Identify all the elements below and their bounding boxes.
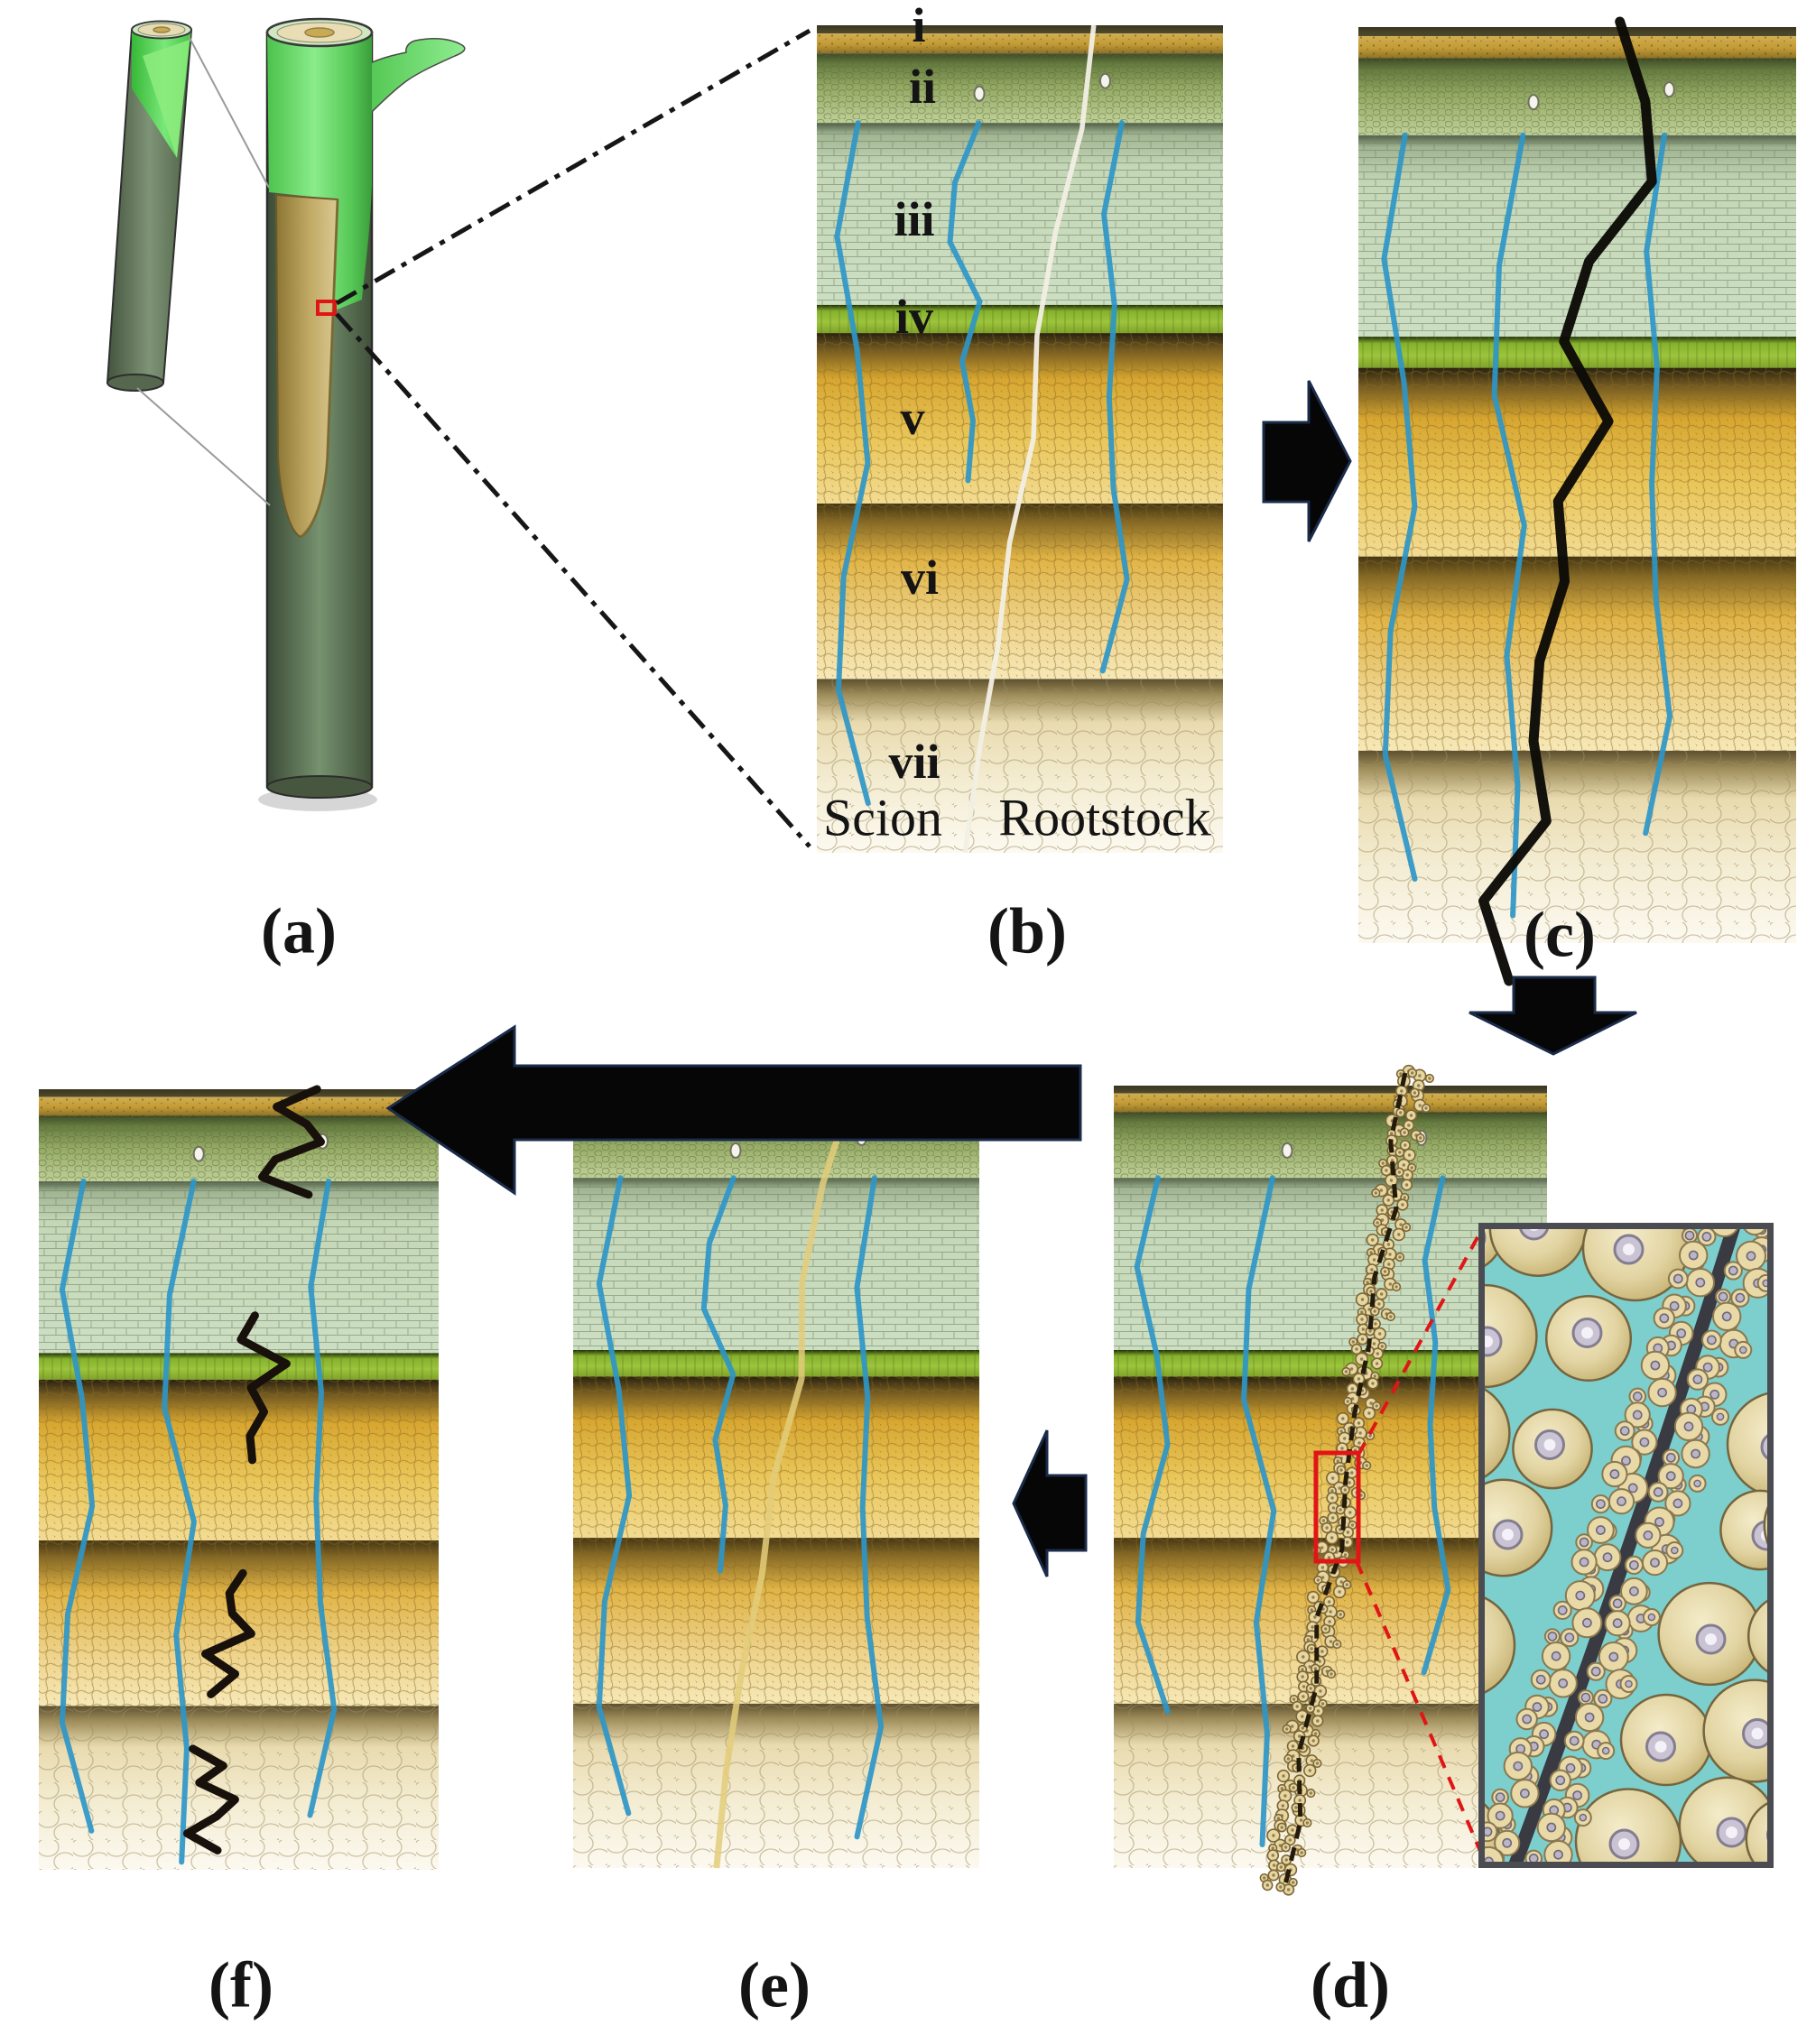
caption-f: (f) [208, 1948, 273, 2021]
caption-b: (b) [987, 894, 1067, 967]
vascular-strand [59, 1179, 96, 1834]
callus-cells-inset [1478, 1223, 1774, 1868]
vascular-strand [1099, 120, 1130, 674]
vascular-strand [947, 120, 983, 484]
vascular-strand [1381, 132, 1418, 882]
layer-label-iii: iii [894, 192, 935, 246]
lenticel-pore [1281, 1142, 1293, 1159]
lenticel-pore [729, 1142, 742, 1159]
lenticel-pore [1527, 94, 1540, 111]
grafted-plant-stem [258, 17, 466, 811]
necrotic-corridor [1506, 1223, 1743, 1868]
block-arrow-down-icon [1469, 976, 1637, 1056]
vascular-strand [834, 120, 871, 806]
vascular-strand [1134, 1175, 1171, 1715]
caption-d: (d) [1311, 1948, 1390, 2021]
panel-c-tissue-necrotic-layer [1358, 16, 1796, 986]
scion-label: Scion [822, 788, 943, 847]
layer-label-iv: iv [894, 290, 934, 344]
lenticel-pore [973, 85, 986, 102]
vascular-strand [162, 1179, 197, 1865]
layer-label-vi: vi [900, 550, 940, 605]
lenticel-pore [856, 1129, 867, 1146]
cut-scion-stick [106, 20, 193, 392]
layer-label-v: v [900, 391, 925, 445]
rootstock-label: Rootstock [998, 788, 1211, 847]
layer-label-ii: ii [908, 60, 937, 114]
caption-a: (a) [261, 894, 337, 967]
layer-label-vii: vii [888, 735, 940, 789]
vascular-strand [1643, 132, 1673, 837]
side-branch [369, 38, 466, 116]
panel-e-tissue-resorbed-line [573, 1084, 979, 1869]
panel-b-tissue [817, 24, 1223, 854]
vascular-strand [854, 1175, 885, 1840]
lenticel-pore [1663, 81, 1675, 98]
vascular-strand [307, 1179, 338, 1818]
dashdot-connector-line [335, 28, 811, 306]
layer-label-i: i [912, 0, 926, 52]
caption-c: (c) [1524, 898, 1596, 971]
vascular-strand [700, 1175, 737, 1574]
vascular-strand [1241, 1175, 1277, 1847]
dashdot-connector-line [335, 312, 811, 848]
wedge-match-line [136, 387, 271, 506]
panel-a-graft-illustration [0, 0, 821, 866]
panel-f-tissue-healed-cracks [39, 1085, 439, 1870]
wedge-match-line [188, 35, 270, 189]
parenchyma-cells [1478, 1223, 1774, 1868]
lenticel-pore [192, 1145, 205, 1162]
lenticel-pore [1099, 72, 1111, 89]
resorbed-interface-line [713, 1084, 857, 1869]
red-highlight-box-a [316, 300, 337, 316]
vascular-strand [596, 1175, 633, 1817]
necrotic-layer-crack [1478, 16, 1657, 986]
graft-interface-line [962, 24, 1097, 854]
healing-crack-remnants [183, 1085, 325, 1854]
vascular-strand [1491, 132, 1527, 919]
caption-e: (e) [738, 1948, 811, 2021]
block-arrow-left-icon [1012, 1429, 1088, 1577]
block-arrow-right-icon [1262, 380, 1352, 542]
